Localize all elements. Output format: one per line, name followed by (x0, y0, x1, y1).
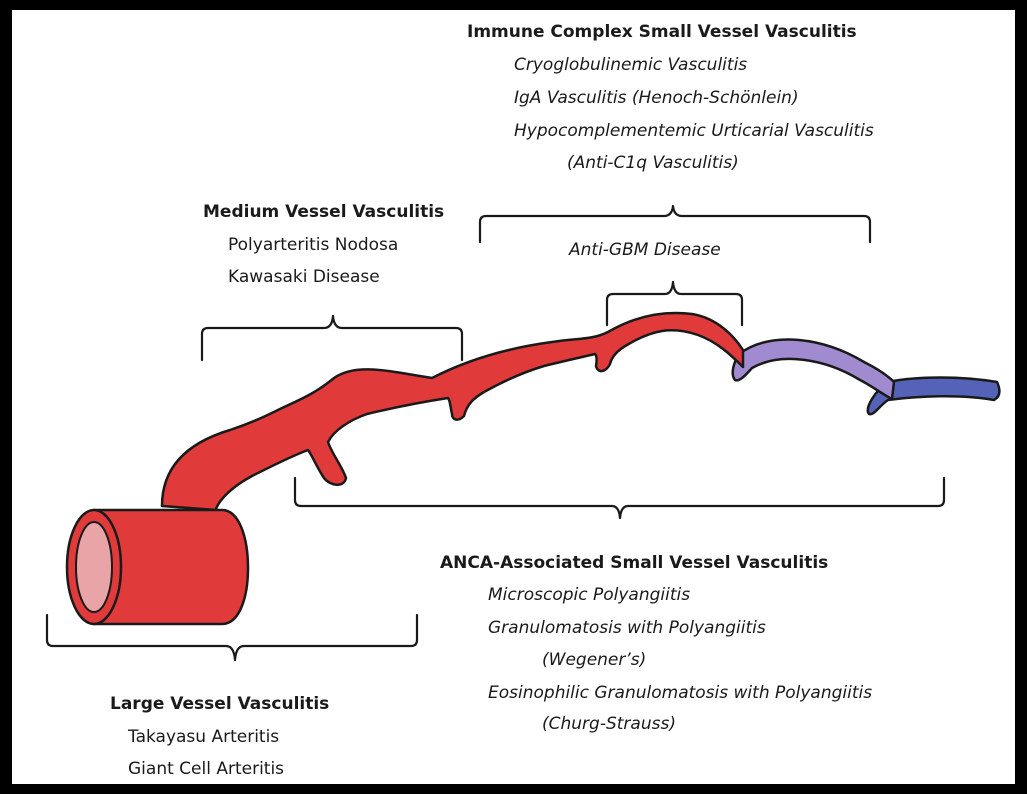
immune-complex-heading: Immune Complex Small Vessel Vasculitis (467, 24, 857, 41)
anca-item: Granulomatosis with Polyangiitis (488, 620, 766, 637)
anca-bracket (295, 478, 944, 518)
anti-gbm-label: Anti-GBM Disease (569, 242, 721, 259)
medium-vessel-item: Kawasaki Disease (228, 269, 380, 286)
medium-vessel-bracket (202, 316, 462, 360)
anca-heading: ANCA-Associated Small Vessel Vasculitis (440, 555, 828, 572)
artery (162, 313, 743, 510)
large-vessel-heading: Large Vessel Vasculitis (110, 696, 329, 713)
arteriole (733, 340, 894, 399)
medium-vessel-item: Polyarteritis Nodosa (228, 237, 398, 254)
anca-item: Eosinophilic Granulomatosis with Polyang… (488, 685, 872, 702)
immune-complex-bracket (480, 206, 870, 242)
anca-item: (Wegener’s) (542, 652, 646, 669)
large-vessel-item: Takayasu Arteritis (128, 729, 279, 746)
immune-complex-item: Cryoglobulinemic Vasculitis (514, 57, 747, 74)
medium-vessel-heading: Medium Vessel Vasculitis (203, 204, 444, 221)
immune-complex-item: (Anti-C1q Vasculitis) (567, 155, 739, 172)
large-vessel-item: Giant Cell Arteritis (128, 761, 284, 778)
anca-item: (Churg-Strauss) (542, 716, 676, 733)
immune-complex-item: Hypocomplementemic Urticarial Vasculitis (514, 123, 874, 140)
large-vessel-lumen (76, 522, 112, 612)
immune-complex-item: IgA Vasculitis (Henoch-Schönlein) (514, 90, 799, 107)
anca-item: Microscopic Polyangiitis (488, 587, 690, 604)
diagram-canvas: Immune Complex Small Vessel Vasculitis C… (12, 10, 1015, 784)
